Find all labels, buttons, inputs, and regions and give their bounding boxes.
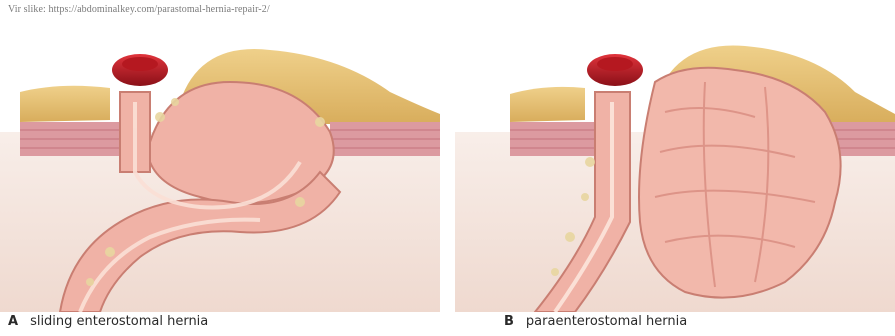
panel-b-caption-text: paraenterostomal hernia (526, 314, 687, 329)
panel-a-caption: Asliding enterostomal hernia (8, 314, 208, 329)
panel-b-caption: Bparaenterostomal hernia (504, 314, 687, 329)
panel-a-caption-text: sliding enterostomal hernia (30, 314, 208, 329)
subcutaneous-fat (510, 87, 585, 122)
panel-a-illustration (0, 22, 440, 312)
subcutaneous-fat (20, 86, 110, 122)
sliding-hernia-illustration (0, 22, 440, 312)
image-source-text: Vir slike: https://abdominalkey.com/para… (8, 4, 270, 15)
panel-a-letter: A (8, 314, 18, 329)
panel-b-illustration (455, 22, 895, 312)
panel-b-letter: B (504, 314, 514, 329)
paraenterostomal-hernia-illustration (455, 22, 895, 312)
